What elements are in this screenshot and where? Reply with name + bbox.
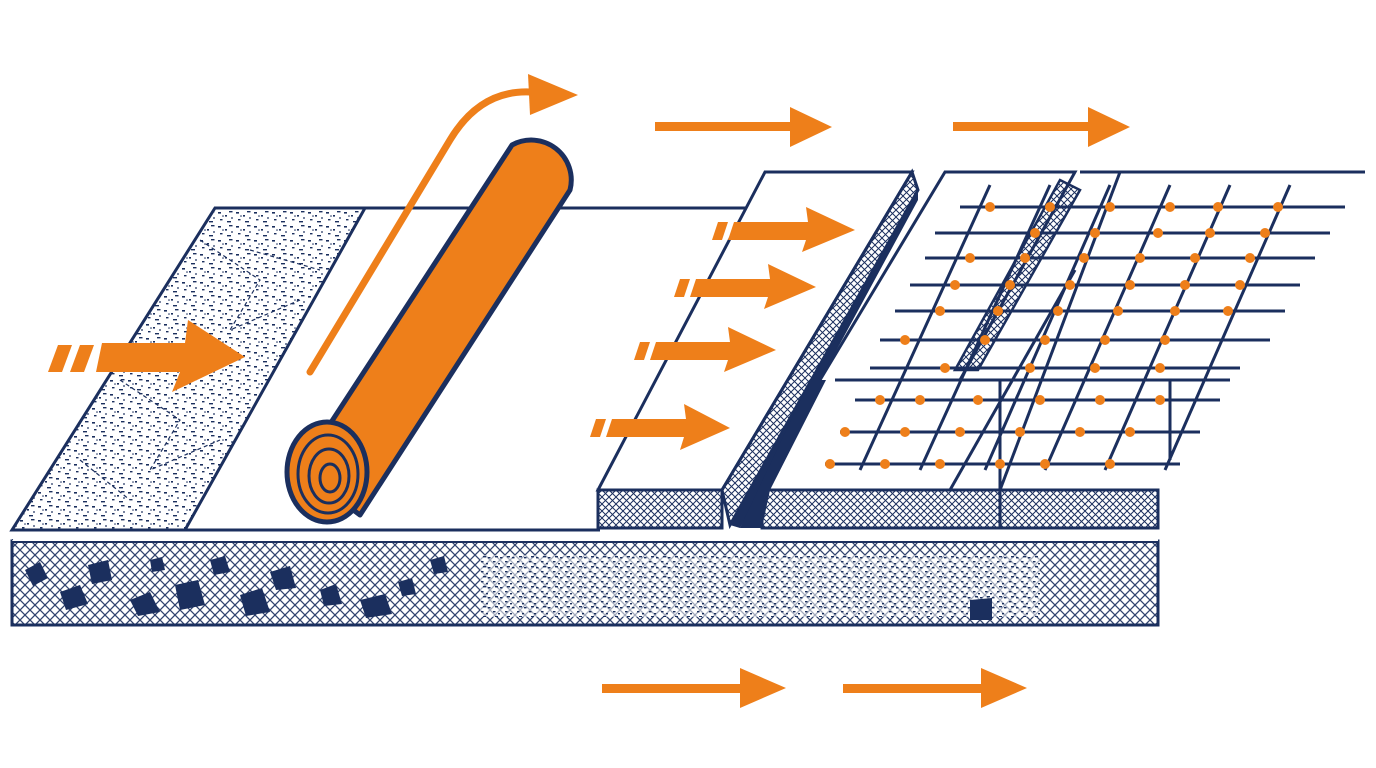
arrow-bottom-1 [602,668,786,708]
insulation-board [720,168,1160,530]
base-course [10,539,1160,627]
arrow-slab [48,320,245,392]
arrow-sheet-2 [674,264,816,309]
arrow-top-2 [953,107,1130,147]
arrow-sheet-3 [634,327,776,372]
membrane-sheet [595,170,915,530]
arrow-roll-curve [306,74,578,376]
arrow-sheet-4 [590,404,730,450]
membrane-roll [284,137,574,525]
mesh-junctions [825,202,1283,469]
arrow-sheet-1 [712,207,855,252]
arrow-top-1 [655,107,832,147]
direction-arrows [48,74,1130,708]
aggregate-stones [25,556,992,620]
reinforcement-mesh [818,170,1365,491]
arrow-bottom-2 [843,668,1027,708]
roll-spiral [296,433,360,515]
